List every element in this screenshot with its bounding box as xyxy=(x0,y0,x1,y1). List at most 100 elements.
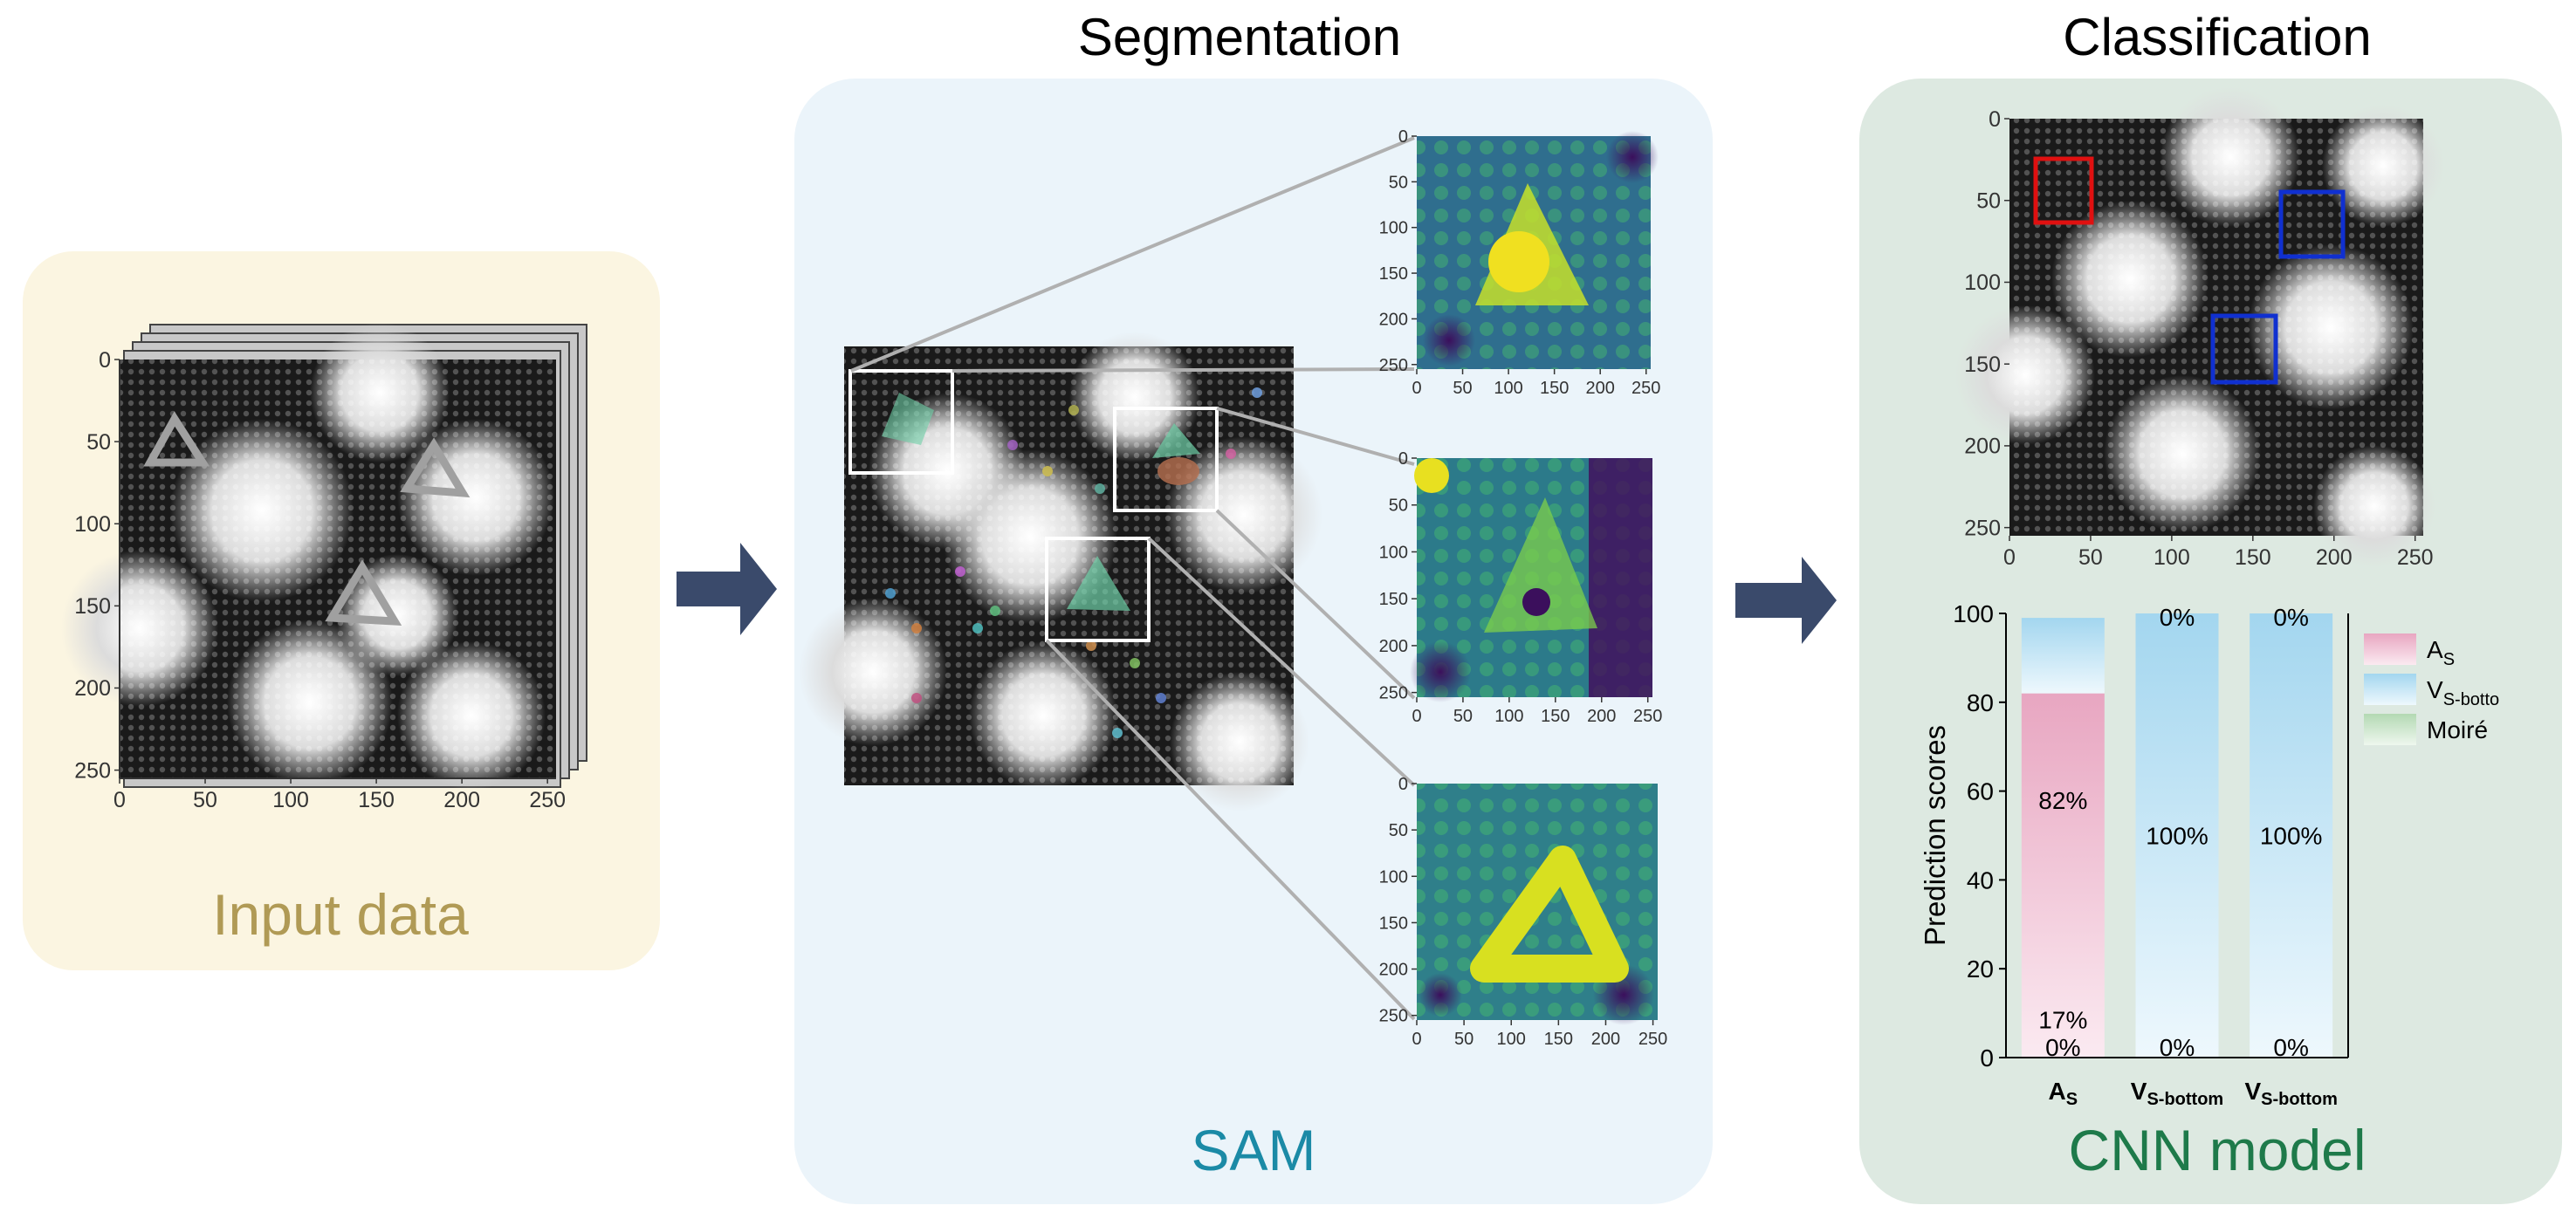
y-tick-label: 0 xyxy=(1980,1044,1994,1072)
y-tick-label: 250 xyxy=(1379,1007,1408,1026)
vs-bottom-detection-box xyxy=(2278,189,2346,259)
bar-value-label: 0% xyxy=(2045,1034,2080,1061)
category-label: VS-bottom xyxy=(2131,1078,2223,1109)
y-tick-label: 150 xyxy=(1379,914,1408,933)
y-tick-label: 250 xyxy=(1379,684,1408,703)
classification-title: Classification xyxy=(2063,8,2372,66)
legend-swatch xyxy=(2364,714,2416,745)
x-tick-label: 150 xyxy=(1540,379,1569,398)
input-image-axes xyxy=(119,360,556,779)
image-axes: 0050501001001501502002002502500050501001… xyxy=(74,107,2433,1049)
y-tick-label: 100 xyxy=(74,512,111,537)
x-tick-label: 0 xyxy=(1412,379,1421,398)
x-tick-label: 0 xyxy=(1412,1030,1421,1049)
bar-value-label: 0% xyxy=(2273,1034,2308,1061)
y-tick-label: 100 xyxy=(1953,600,1994,627)
x-tick-label: 100 xyxy=(2154,545,2190,570)
y-tick-label: 50 xyxy=(1389,821,1408,840)
bar-segment xyxy=(2021,618,2105,694)
y-tick-label: 250 xyxy=(1964,516,2001,540)
x-tick-label: 100 xyxy=(272,788,309,812)
arrow-to-segmentation xyxy=(677,543,777,635)
x-tick-label: 50 xyxy=(1453,379,1472,398)
y-tick-label: 60 xyxy=(1967,778,1994,805)
x-tick-label: 0 xyxy=(2003,545,2016,570)
x-tick-label: 150 xyxy=(1544,1030,1573,1049)
zoom-image-2 xyxy=(1410,458,1652,702)
y-tick-label: 200 xyxy=(1964,435,2001,459)
as-detection-box xyxy=(2033,156,2094,225)
x-tick-label: 50 xyxy=(193,788,217,812)
x-tick-label: 250 xyxy=(2397,545,2434,570)
y-tick-label: 100 xyxy=(1379,219,1408,238)
y-tick-label: 100 xyxy=(1964,271,2001,295)
y-tick-label: 250 xyxy=(1379,356,1408,375)
bar-value-label: 82% xyxy=(2038,787,2087,814)
input-data-label: Input data xyxy=(212,882,469,947)
x-tick-label: 0 xyxy=(1412,707,1421,726)
y-tick-label: 150 xyxy=(74,594,111,619)
bar-value-label: 100% xyxy=(2146,823,2208,850)
legend-label: AS xyxy=(2427,636,2455,669)
bar-segment xyxy=(2021,693,2105,1058)
x-tick-label: 200 xyxy=(2316,545,2353,570)
y-tick-label: 100 xyxy=(1379,867,1408,887)
bar-value-label: 0% xyxy=(2273,604,2308,631)
bar-value-label: 100% xyxy=(2260,823,2323,850)
zoom-image-1 xyxy=(1417,131,1659,369)
y-tick-label: 200 xyxy=(1379,637,1408,656)
x-tick-label: 250 xyxy=(1638,1030,1667,1049)
arrow-to-classification xyxy=(1735,557,1837,644)
y-tick-label: 200 xyxy=(1379,961,1408,980)
x-tick-label: 200 xyxy=(1586,379,1615,398)
bar-value-label: 17% xyxy=(2038,1007,2087,1034)
x-tick-label: 200 xyxy=(1591,1030,1620,1049)
sam-segmented-image xyxy=(799,332,1322,812)
cnn-model-label: CNN model xyxy=(2068,1118,2366,1182)
bar-value-label: 0% xyxy=(2160,604,2195,631)
x-tick-label: 100 xyxy=(1494,707,1523,726)
y-tick-label: 250 xyxy=(74,758,111,783)
sam-label: SAM xyxy=(1191,1118,1316,1182)
y-tick-label: 0 xyxy=(1989,107,2001,132)
y-tick-label: 150 xyxy=(1379,264,1408,284)
x-tick-label: 250 xyxy=(1631,379,1660,398)
x-tick-label: 150 xyxy=(358,788,395,812)
y-tick-label: 200 xyxy=(74,676,111,701)
x-tick-label: 100 xyxy=(1494,379,1522,398)
x-tick-label: 250 xyxy=(529,788,566,812)
y-tick-label: 20 xyxy=(1967,955,1994,983)
legend-swatch xyxy=(2364,674,2416,705)
category-label: VS-bottom xyxy=(2244,1078,2337,1109)
classification-image xyxy=(1955,87,2444,567)
x-tick-label: 50 xyxy=(2078,545,2103,570)
y-axis-label: Prediction scores xyxy=(1919,725,1951,946)
x-tick-label: 100 xyxy=(1497,1030,1526,1049)
y-tick-label: 50 xyxy=(1389,173,1408,192)
legend-swatch xyxy=(2364,633,2416,665)
y-tick-label: 0 xyxy=(1398,775,1408,794)
x-tick-label: 50 xyxy=(1454,1030,1473,1049)
x-tick-label: 200 xyxy=(443,788,480,812)
x-tick-label: 250 xyxy=(1633,707,1662,726)
legend-label: Moiré xyxy=(2427,716,2488,743)
bar-segment xyxy=(2135,613,2219,1058)
bar-value-label: 0% xyxy=(2160,1034,2195,1061)
y-tick-label: 50 xyxy=(1976,188,2001,213)
y-tick-label: 40 xyxy=(1967,866,1994,894)
y-tick-label: 0 xyxy=(99,348,111,373)
prediction-bar-chart: 17% 82% 0% 0% 100% 0% 0% 100% 0% 0 20 40 60 80 100Pred… xyxy=(1919,600,2499,1109)
y-tick-label: 50 xyxy=(1389,497,1408,516)
y-tick-label: 0 xyxy=(1398,127,1408,147)
y-tick-label: 0 xyxy=(1398,449,1408,469)
x-tick-label: 150 xyxy=(2235,545,2271,570)
category-label: AS xyxy=(2049,1078,2078,1109)
y-tick-label: 100 xyxy=(1379,543,1408,562)
bar-segment xyxy=(2250,613,2333,1058)
y-tick-label: 80 xyxy=(1967,689,1994,716)
legend-label: VS-botto xyxy=(2427,676,2499,709)
zoom-image-3 xyxy=(1417,784,1658,1025)
x-tick-label: 50 xyxy=(1453,707,1473,726)
x-tick-label: 0 xyxy=(113,788,126,812)
